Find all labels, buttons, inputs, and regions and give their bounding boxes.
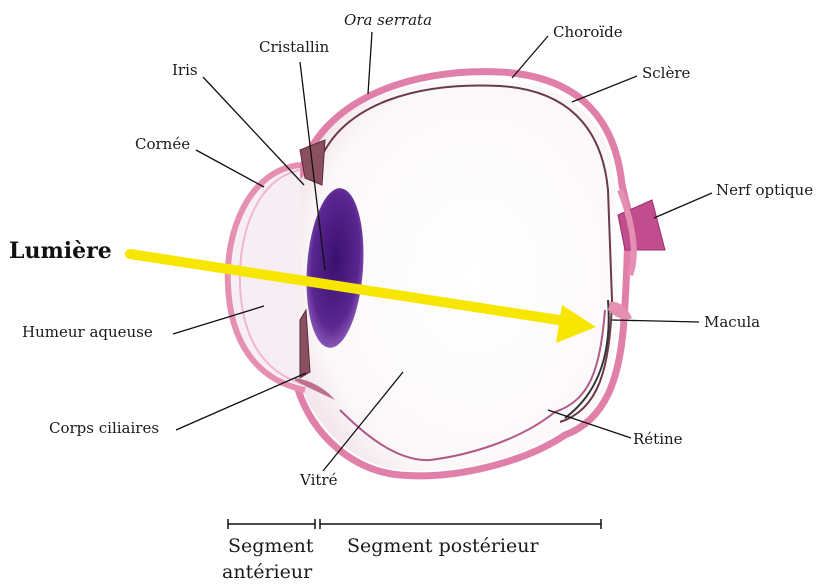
label-segment-anterieur-line2: antérieur [222, 563, 312, 582]
label-segment-anterieur-line1: Segment [228, 537, 314, 556]
label-sclere: Sclère [642, 66, 690, 81]
label-ora-serrata: Ora serrata [344, 13, 432, 28]
leader-cornee [196, 150, 264, 187]
label-humeur-aqueuse: Humeur aqueuse [22, 325, 153, 340]
leader-iris [203, 77, 304, 185]
label-cristallin: Cristallin [259, 40, 329, 55]
label-iris: Iris [172, 63, 198, 78]
label-nerf-optique: Nerf optique [716, 183, 813, 198]
label-vitre: Vitré [300, 473, 337, 488]
leader-corps-ciliaires [176, 373, 306, 430]
leader-nerf-optique [654, 193, 712, 218]
label-segment-posterieur: Segment postérieur [347, 537, 539, 556]
leader-ora-serrata [368, 32, 372, 94]
segment-brackets [228, 519, 601, 529]
leader-sclere [572, 76, 637, 102]
label-corps-ciliaires: Corps ciliaires [49, 421, 159, 436]
label-choroide: Choroïde [553, 25, 623, 40]
label-lumiere: Lumière [9, 240, 112, 262]
leader-choroide [512, 36, 548, 78]
label-cornee: Cornée [135, 137, 190, 152]
label-retine: Rétine [633, 432, 683, 447]
label-macula: Macula [704, 315, 760, 330]
